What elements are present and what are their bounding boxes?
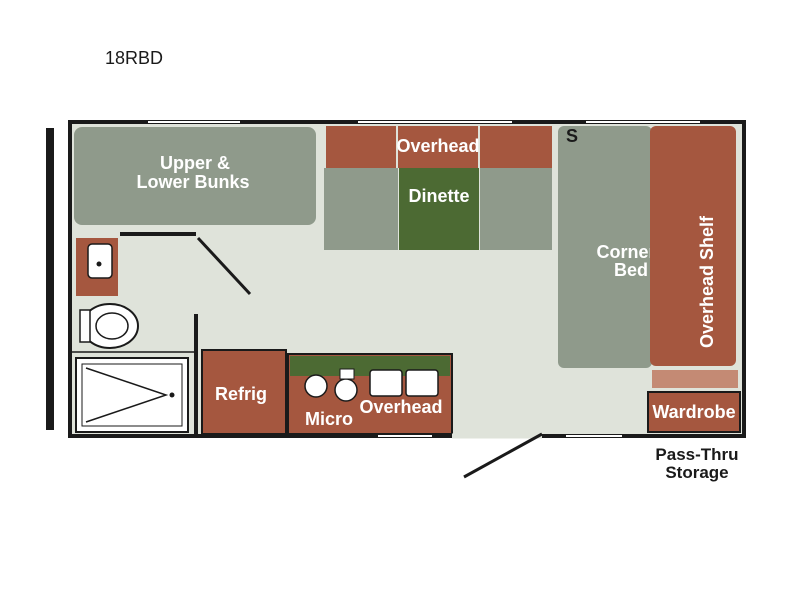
overhead-shelf xyxy=(650,126,736,366)
stove-burner-left xyxy=(304,374,328,398)
dinette-seat-right xyxy=(480,168,552,250)
bath-sink-basin xyxy=(87,243,113,279)
corner-bed xyxy=(558,126,652,368)
bunks-label-line1: Upper & xyxy=(160,153,230,173)
dinette-overhead-left xyxy=(326,126,396,168)
bath-door xyxy=(196,236,252,296)
corner-bed-label-line2: Bed xyxy=(614,260,648,280)
bed-end-shelf xyxy=(652,370,738,388)
bunks xyxy=(74,127,316,225)
stove-burner-small xyxy=(339,368,355,380)
bunks-label-line2: Lower Bunks xyxy=(136,172,249,192)
dinette-overhead-center xyxy=(398,126,478,168)
bath-sink-drain xyxy=(96,261,102,267)
front-hitch-bar xyxy=(46,128,54,430)
dinette-overhead-label: Overhead xyxy=(396,136,479,156)
stove-burner-right xyxy=(334,378,358,402)
corner-bed-label-line1: Corner xyxy=(596,242,655,262)
refrig-label: Refrig xyxy=(215,384,267,404)
pass-thru-label-line2: Storage xyxy=(665,463,728,482)
dinette-label: Dinette xyxy=(408,186,469,206)
shower-drain xyxy=(169,392,175,398)
wardrobe xyxy=(647,391,741,433)
dinette-overhead-right xyxy=(480,126,552,168)
wardrobe-label: Wardrobe xyxy=(652,402,735,422)
bed-edge-symbol: S xyxy=(566,126,578,146)
kitchen-overhead-label: Overhead xyxy=(359,397,442,417)
dinette-seat-left xyxy=(324,168,398,250)
pass-thru-label-line1: Pass-Thru xyxy=(655,445,738,464)
micro-label: Micro xyxy=(305,409,353,429)
model-name: 18RBD xyxy=(105,48,164,68)
shower-slope xyxy=(85,367,169,423)
dinette-table xyxy=(399,168,479,250)
overhead-shelf-label: Overhead Shelf xyxy=(697,215,717,348)
entry-door xyxy=(463,432,543,479)
refrigerator xyxy=(201,349,287,435)
kitchen-sink-left xyxy=(369,369,403,397)
toilet-tank xyxy=(79,309,91,343)
kitchen-sink-right xyxy=(405,369,439,397)
toilet-bowl xyxy=(95,312,129,340)
